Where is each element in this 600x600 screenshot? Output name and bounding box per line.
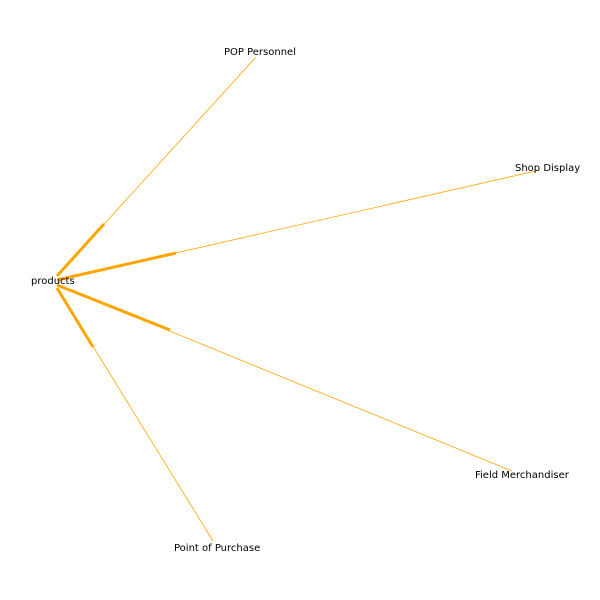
edge-products-pop-personnel-thick [55,222,106,278]
labels-layer: products POP Personnel Shop Display Fiel… [31,47,580,554]
node-label-shop-display: Shop Display [515,163,580,174]
edge-products-point-of-purchase-thick [55,287,95,348]
node-label-point-of-purchase: Point of Purchase [174,543,260,554]
edges-layer [55,56,541,542]
edge-products-shop-display-thick [56,251,177,282]
node-label-field-merchandiser: Field Merchandiser [475,470,570,481]
edge-products-field-merchandiser-thick [56,283,171,332]
node-label-pop-personnel: POP Personnel [224,47,296,58]
node-label-products: products [31,276,75,287]
